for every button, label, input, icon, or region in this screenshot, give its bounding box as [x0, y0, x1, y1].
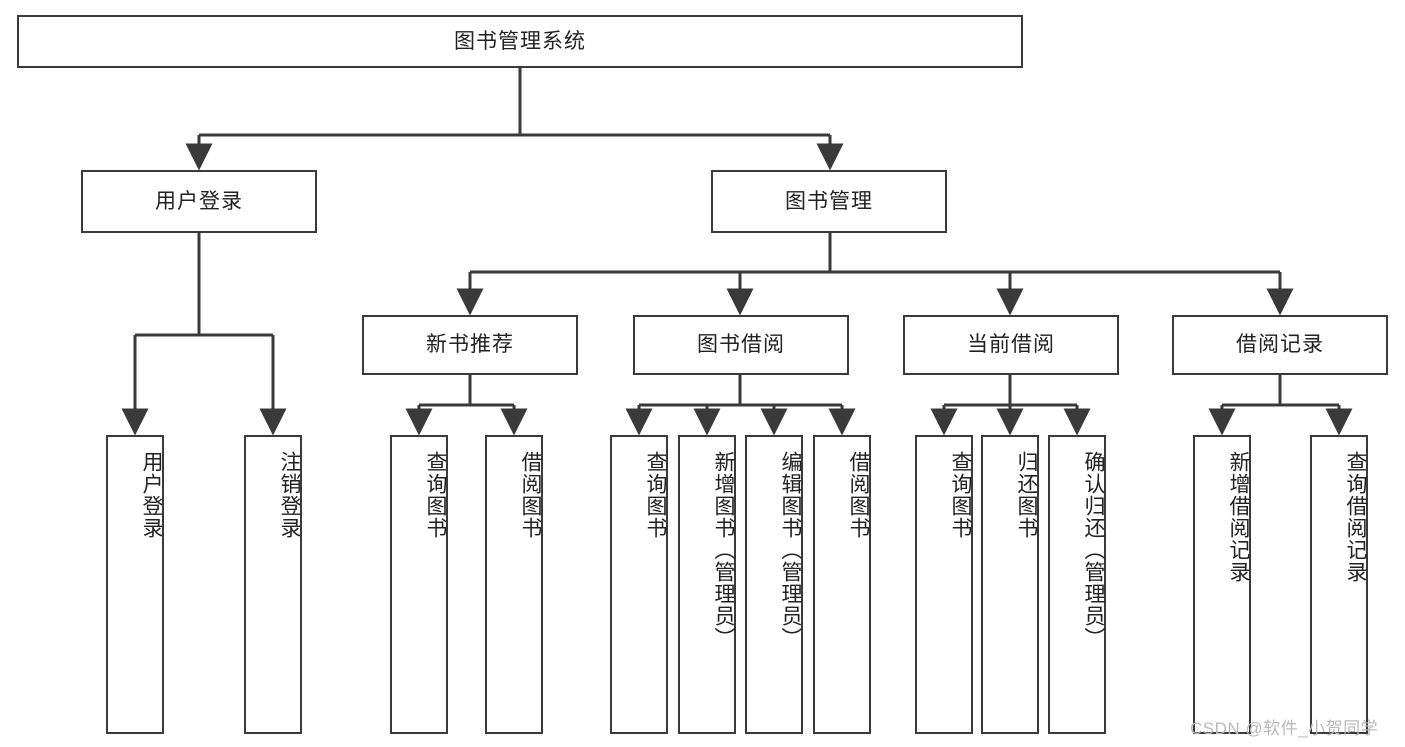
- node-leaf-book-borrow-add[interactable]: 新增图书（管理员）: [678, 435, 736, 734]
- node-leaf-current-borrow-return[interactable]: 归还图书: [981, 435, 1039, 734]
- node-leaf-new-book-query[interactable]: 查询图书: [390, 435, 448, 734]
- node-borrow-record[interactable]: 借阅记录: [1172, 315, 1388, 375]
- node-leaf-label: 编辑图书（管理员）: [779, 451, 802, 649]
- node-leaf-book-borrow-borrow[interactable]: 借阅图书: [813, 435, 871, 734]
- watermark: CSDN @软件_小贺同学: [1190, 719, 1379, 738]
- node-leaf-label: 新增图书（管理员）: [712, 451, 735, 649]
- node-leaf-label: 新增借阅记录: [1227, 451, 1250, 583]
- node-book-borrow-label: 图书借阅: [697, 333, 785, 357]
- node-book-manage-label: 图书管理: [785, 189, 873, 213]
- node-leaf-new-book-borrow[interactable]: 借阅图书: [485, 435, 543, 734]
- node-leaf-borrow-record-add[interactable]: 新增借阅记录: [1193, 435, 1251, 734]
- node-leaf-book-borrow-query[interactable]: 查询图书: [610, 435, 668, 734]
- node-leaf-label: 查询图书: [644, 451, 667, 539]
- node-leaf-label: 查询图书: [949, 451, 972, 539]
- node-user-login-label: 用户登录: [155, 189, 243, 213]
- node-leaf-label: 注销登录: [278, 451, 301, 539]
- node-new-book-recommend[interactable]: 新书推荐: [362, 315, 578, 375]
- node-current-borrow[interactable]: 当前借阅: [903, 315, 1119, 375]
- node-book-manage[interactable]: 图书管理: [711, 170, 947, 233]
- node-borrow-record-label: 借阅记录: [1236, 333, 1324, 357]
- node-leaf-user-login-logout[interactable]: 注销登录: [244, 435, 302, 734]
- node-leaf-label: 查询图书: [424, 451, 447, 539]
- node-user-login[interactable]: 用户登录: [81, 170, 317, 233]
- node-leaf-borrow-record-query[interactable]: 查询借阅记录: [1310, 435, 1368, 734]
- node-root-label: 图书管理系统: [454, 29, 586, 53]
- node-leaf-current-borrow-query[interactable]: 查询图书: [915, 435, 973, 734]
- node-leaf-label: 确认归还（管理员）: [1082, 451, 1105, 649]
- node-root[interactable]: 图书管理系统: [17, 15, 1023, 68]
- node-leaf-label: 借阅图书: [847, 451, 870, 539]
- node-leaf-label: 用户登录: [140, 451, 163, 539]
- node-leaf-current-borrow-confirm[interactable]: 确认归还（管理员）: [1048, 435, 1106, 734]
- node-book-borrow[interactable]: 图书借阅: [633, 315, 849, 375]
- node-leaf-label: 归还图书: [1015, 451, 1038, 539]
- node-new-book-recommend-label: 新书推荐: [426, 333, 514, 357]
- node-leaf-book-borrow-edit[interactable]: 编辑图书（管理员）: [745, 435, 803, 734]
- node-current-borrow-label: 当前借阅: [967, 333, 1055, 357]
- node-leaf-label: 查询借阅记录: [1344, 451, 1367, 583]
- node-leaf-label: 借阅图书: [519, 451, 542, 539]
- node-leaf-user-login-login[interactable]: 用户登录: [106, 435, 164, 734]
